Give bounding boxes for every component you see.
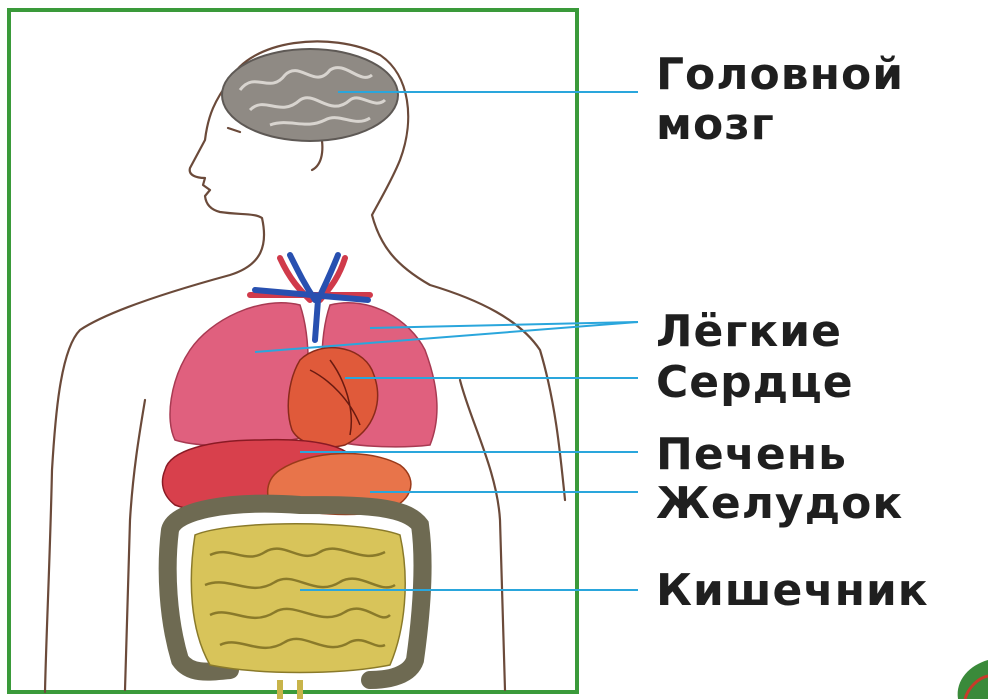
label-liver: Печень [656,430,847,480]
label-brain: Головной мозг [656,50,904,150]
corner-leaf-decoration [958,660,988,699]
label-intestine: Кишечник [656,566,929,616]
brain-organ [222,49,398,141]
label-brain-line1: Головной [656,50,904,100]
label-brain-line2: мозг [656,100,904,150]
label-heart: Сердце [656,358,854,408]
label-stomach: Желудок [656,479,903,529]
label-lungs: Лёгкие [656,307,842,357]
